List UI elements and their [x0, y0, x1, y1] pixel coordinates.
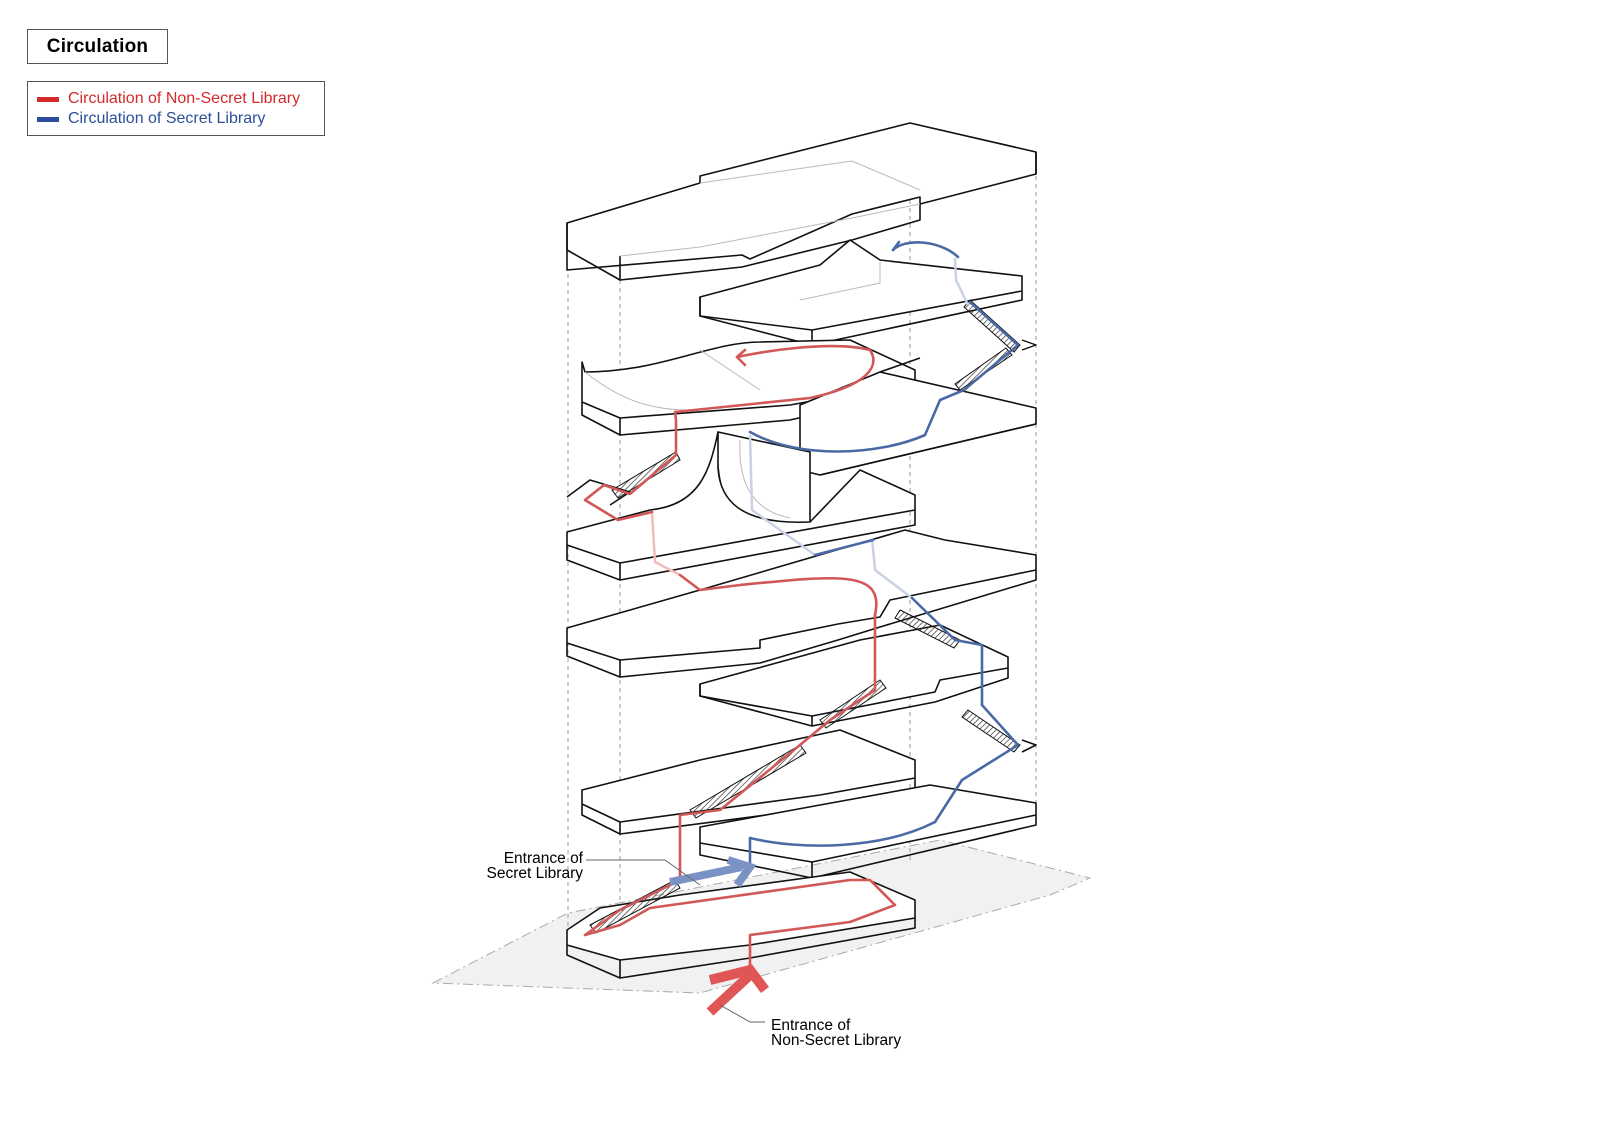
secret-entrance-line2: Secret Library	[486, 865, 583, 882]
diagram-title: Circulation	[46, 35, 149, 57]
legend: Circulation of Non-Secret Library Circul…	[27, 81, 325, 136]
secret-route-hidden	[748, 257, 970, 599]
red-route-hidden	[650, 511, 681, 577]
secret-entrance-line1: Entrance of	[503, 850, 583, 867]
stair-secret-upper	[954, 347, 1013, 391]
nonsecret-entrance-line2: Non-Secret Library	[771, 1032, 902, 1049]
stair-red-lower	[589, 879, 681, 934]
nonsecret-entrance-line1: Entrance of	[771, 1017, 851, 1034]
slab-roof	[566, 122, 1037, 281]
slab-level-4	[566, 529, 1037, 678]
legend-item-non-secret: Circulation of Non-Secret Library	[37, 89, 324, 109]
leader-lines	[586, 859, 765, 1023]
secret-entrance-arrow	[669, 856, 757, 888]
legend-swatch-secret	[37, 116, 59, 122]
stair-red-upper	[611, 451, 681, 499]
legend-swatch-non-secret	[37, 96, 59, 102]
slab-level-8	[699, 239, 1037, 351]
secret-route	[748, 240, 1020, 870]
legend-item-secret: Circulation of Secret Library	[37, 109, 324, 129]
diagram-title-box: Circulation	[27, 29, 168, 64]
non-secret-route	[583, 344, 897, 972]
legend-label-secret: Circulation of Secret Library	[68, 110, 266, 127]
nonsecret-entrance-label: Entrance of Non-Secret Library	[771, 1017, 902, 1049]
legend-label-non-secret: Circulation of Non-Secret Library	[68, 90, 301, 107]
non-secret-entrance-arrow	[706, 964, 769, 1016]
stair-secret-top	[963, 299, 1021, 353]
secret-entrance-label: Entrance of Secret Library	[478, 850, 583, 882]
slab-level-3	[699, 624, 1037, 753]
stair-secret-lower	[961, 709, 1021, 753]
stair-red-mid	[894, 609, 961, 649]
